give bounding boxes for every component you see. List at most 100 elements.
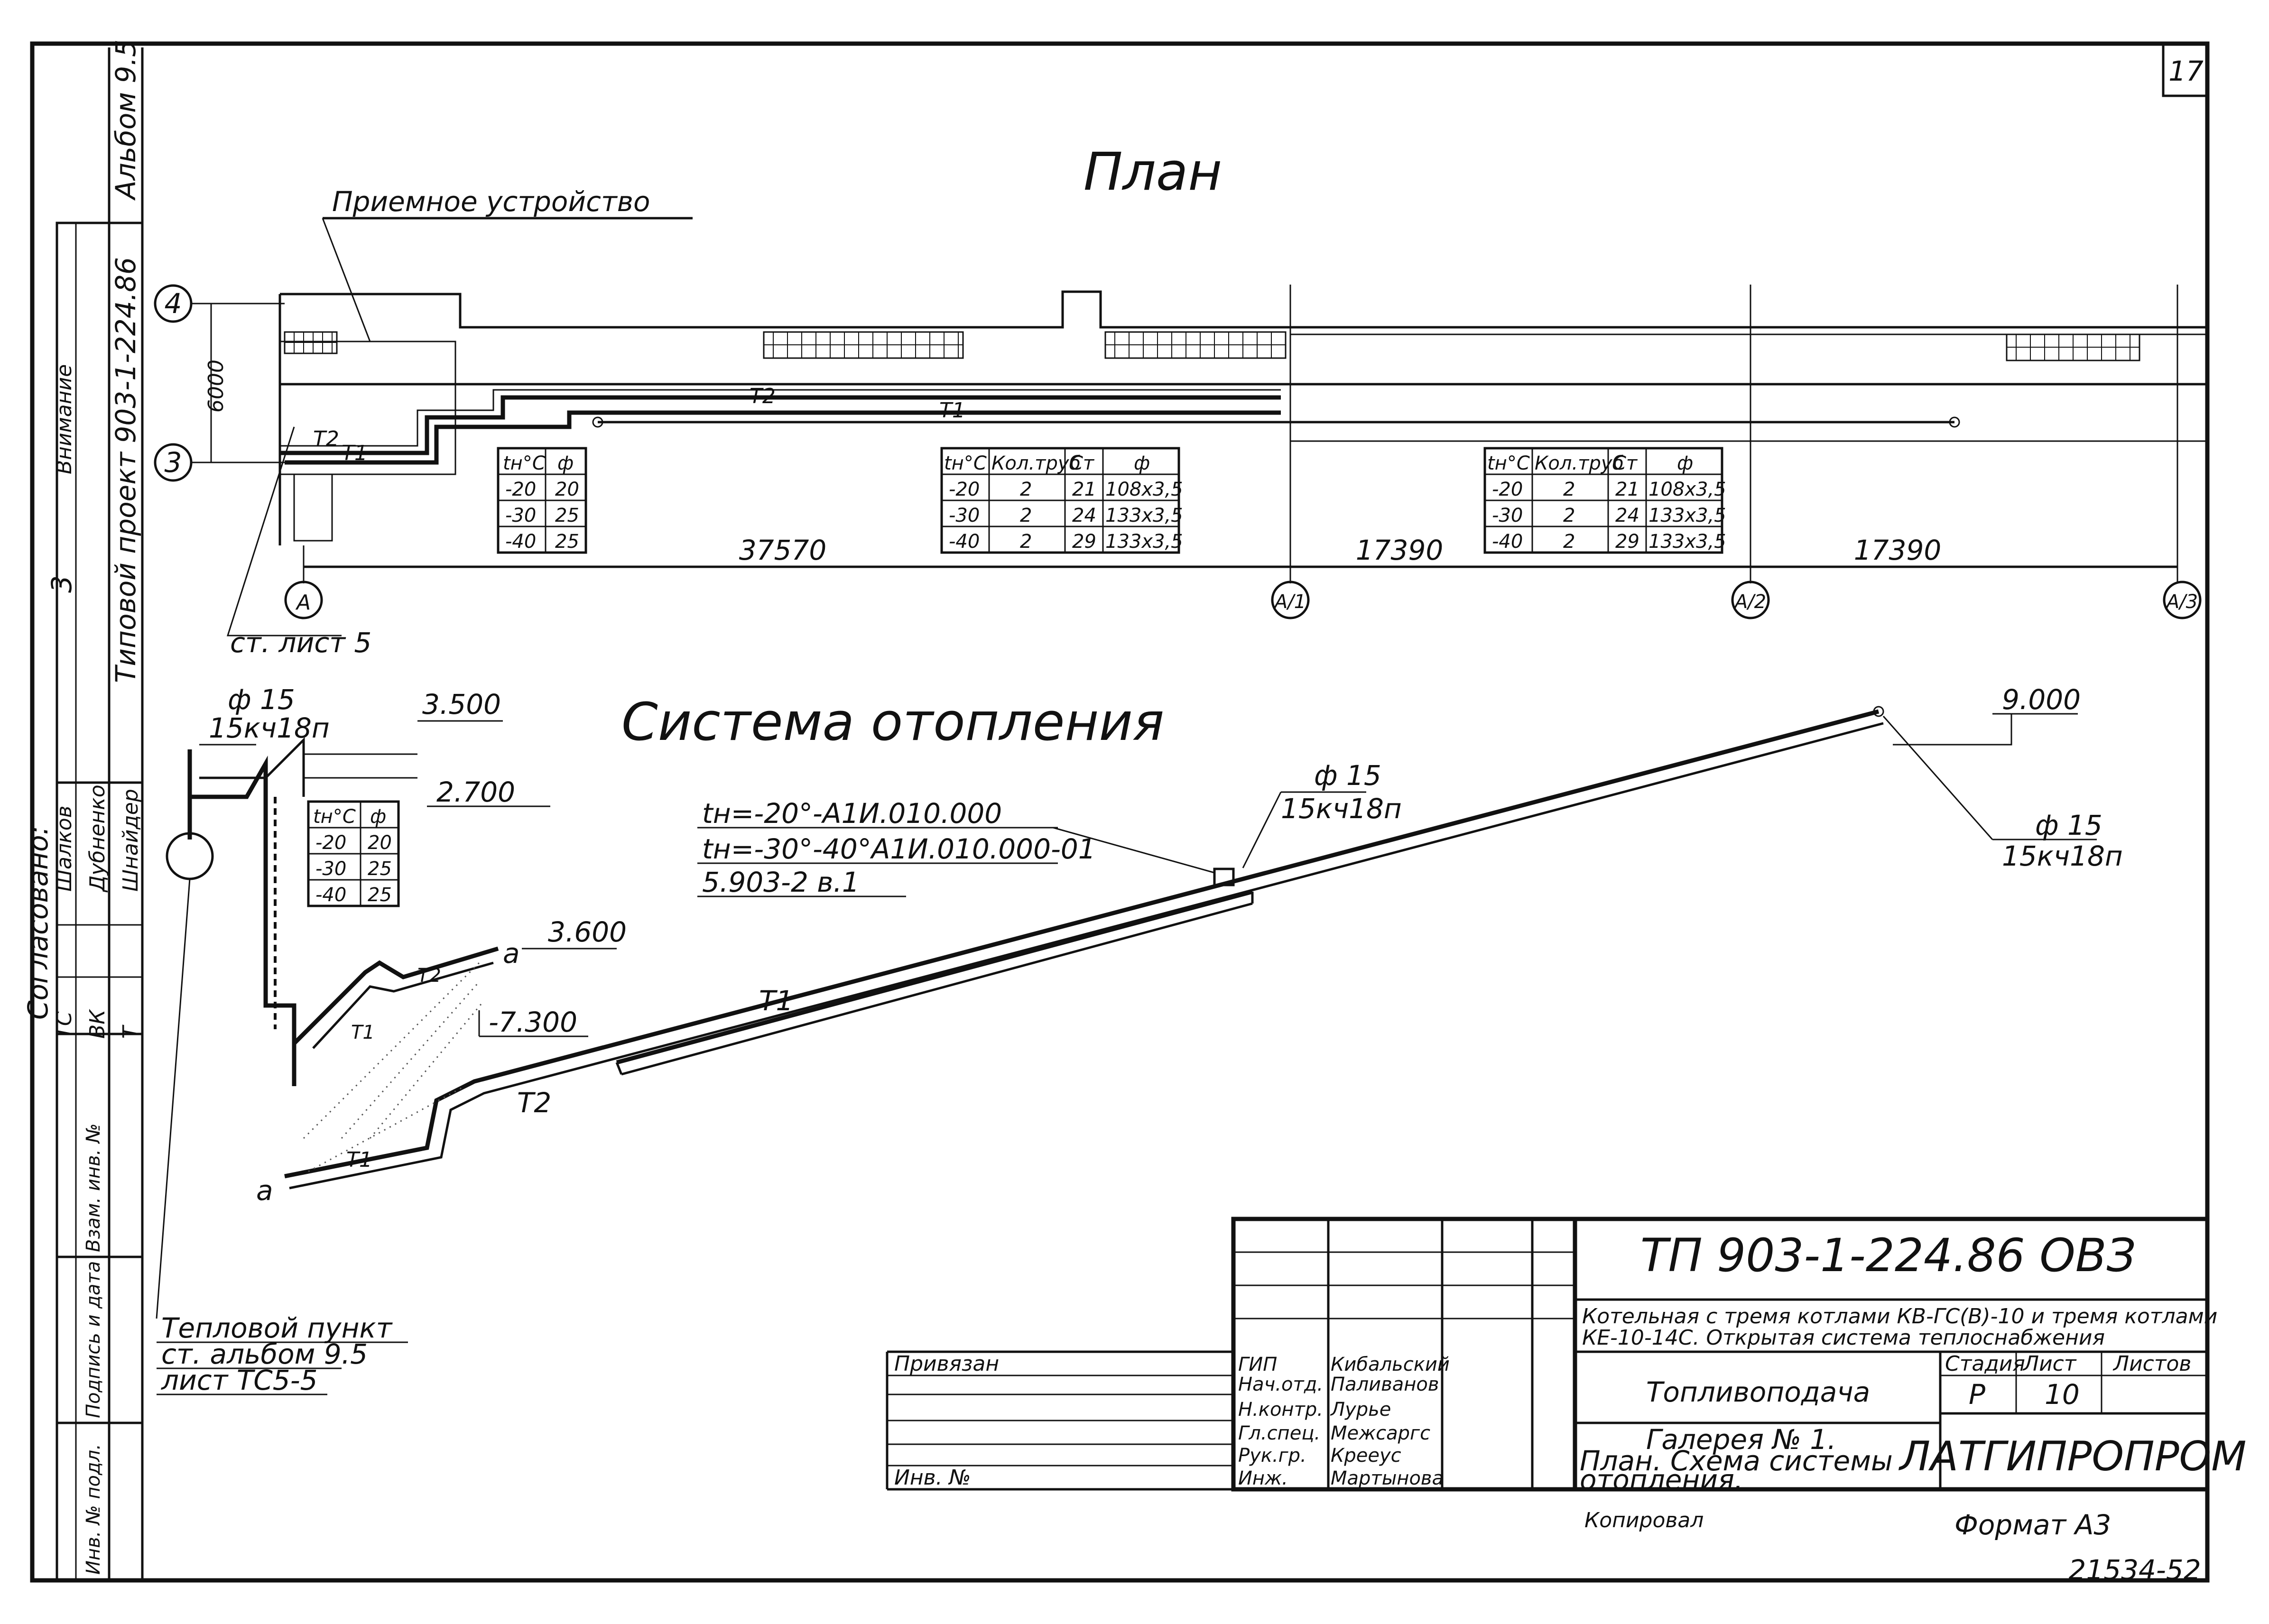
valve-d-mid: ф 15 xyxy=(1314,759,1381,792)
svg-text:tн°С: tн°С xyxy=(313,806,356,828)
level-9000: 9.000 xyxy=(2002,683,2081,716)
svg-text:29: 29 xyxy=(1615,531,1639,553)
svg-text:ф: ф xyxy=(1677,452,1693,474)
see-sheet-label: ст. лист 5 xyxy=(230,627,371,659)
level-minus-7300: -7.300 xyxy=(489,1006,577,1038)
svg-text:Паливанов: Паливанов xyxy=(1331,1374,1439,1395)
svg-text:ф: ф xyxy=(557,452,574,474)
side-stamp: Альбом 9.5 Типовой проект 903-1-224.86 3… xyxy=(22,39,144,1582)
svg-text:tн°С: tн°С xyxy=(1487,452,1530,474)
svg-text:133х3,5: 133х3,5 xyxy=(1648,505,1726,526)
stamp-code-1: ТС xyxy=(52,1011,76,1039)
svg-text:-30: -30 xyxy=(315,858,346,880)
svg-text:ф: ф xyxy=(1134,452,1150,474)
heating-t2-small: Т2 xyxy=(417,965,441,987)
svg-text:Лурье: Лурье xyxy=(1330,1399,1391,1421)
svg-text:2: 2 xyxy=(1020,505,1032,526)
title-block: ТП 903-1-224.86 ОВЗ Котельная с тремя ко… xyxy=(886,1217,2247,1586)
svg-text:ГИП: ГИП xyxy=(1238,1354,1277,1375)
svg-text:-40: -40 xyxy=(505,531,536,553)
plan-table-large-1: tн°С Кол.труб Ст ф -20 2 21 108х3,5 -30 … xyxy=(940,447,1183,554)
stamp-name-3: Шнайдер xyxy=(119,789,143,892)
svg-text:Нач.отд.: Нач.отд. xyxy=(1238,1374,1323,1395)
valve-d-left: ф 15 xyxy=(228,683,295,716)
stamp-name-1: Шалков xyxy=(52,805,76,892)
svg-text:2: 2 xyxy=(1563,505,1575,526)
svg-text:108х3,5: 108х3,5 xyxy=(1105,479,1183,500)
sheet-number-box xyxy=(2162,42,2209,97)
thermal-point-2: ст. альбом 9.5 xyxy=(161,1338,368,1370)
spec-line-2: tн=-30°-40°А1И.010.000-01 xyxy=(702,833,1096,865)
svg-text:2: 2 xyxy=(1020,531,1032,553)
dim-6000: 6000 xyxy=(204,360,228,413)
svg-text:25: 25 xyxy=(368,858,392,880)
svg-text:-30: -30 xyxy=(1492,505,1523,526)
svg-text:-20: -20 xyxy=(1492,479,1523,500)
svg-text:Мартынова: Мартынова xyxy=(1331,1467,1444,1489)
heating-main-pipes: Т1 Т2 Т1 xyxy=(284,706,1884,1190)
svg-text:21: 21 xyxy=(1615,479,1639,500)
archive-number: 21534-52 xyxy=(2068,1554,2201,1586)
svg-text:Ст: Ст xyxy=(1613,452,1638,474)
svg-text:133х3,5: 133х3,5 xyxy=(1648,531,1726,553)
drawing-code: ТП 903-1-224.86 ОВЗ xyxy=(1640,1229,2136,1282)
svg-text:Кибальский: Кибальский xyxy=(1331,1354,1450,1375)
svg-text:tн°С: tн°С xyxy=(503,452,546,474)
valve-type-right: 15кч18п xyxy=(2002,840,2123,872)
svg-text:Инж.: Инж. xyxy=(1238,1467,1288,1489)
svg-text:25: 25 xyxy=(368,884,392,906)
org-name: ЛАТГИПРОПРОМ xyxy=(1899,1433,2247,1480)
svg-text:108х3,5: 108х3,5 xyxy=(1648,479,1726,500)
axis-col-a: А xyxy=(295,591,311,615)
svg-text:20: 20 xyxy=(555,479,579,500)
svg-text:24: 24 xyxy=(1072,505,1096,526)
sheet-value: 10 xyxy=(2045,1378,2080,1411)
svg-text:-30: -30 xyxy=(949,505,980,526)
sheet-title-2: План. Схема системы xyxy=(1580,1445,1893,1477)
level-3600: 3.600 xyxy=(548,916,627,948)
svg-text:Межсаргс: Межсаргс xyxy=(1331,1422,1430,1444)
heating-t2-label: Т2 xyxy=(517,1087,551,1119)
valve-type-mid: 15кч18п xyxy=(1281,793,1402,825)
svg-text:tн°С: tн°С xyxy=(944,452,987,474)
svg-text:Кол.труб: Кол.труб xyxy=(991,452,1081,474)
project-label: Типовой проект 903-1-224.86 xyxy=(110,257,142,683)
sheet-title-3: отопления. xyxy=(1580,1464,1743,1496)
svg-text:24: 24 xyxy=(1615,505,1639,526)
sheet-label: Лист xyxy=(2022,1352,2077,1376)
plan-dim-1: 37570 xyxy=(739,534,827,566)
heating-table: tн°С ф -20 20 -30 25 -40 25 xyxy=(307,800,400,907)
plan-t2-label: Т2 xyxy=(750,384,776,408)
svg-text:2: 2 xyxy=(1020,479,1032,500)
plan-pipes: Т2 Т1 Т2 Т1 xyxy=(280,384,1960,465)
svg-text:133х3,5: 133х3,5 xyxy=(1105,505,1183,526)
plan-title: План xyxy=(1084,141,1222,202)
album-label: Альбом 9.5 xyxy=(110,39,142,201)
copied-label: Копировал xyxy=(1584,1508,1704,1532)
axis-col-a3: А/3 xyxy=(2165,591,2198,613)
heating-scheme: Система отопления ф 15 15кч18п 3.500 2.7… xyxy=(156,683,2123,1396)
grating-blocks xyxy=(284,331,2140,361)
tied-label: Привязан xyxy=(894,1352,999,1376)
svg-text:Кол.труб: Кол.труб xyxy=(1535,452,1624,474)
description-1: Котельная с тремя котлами КВ-ГС(В)-10 и … xyxy=(1582,1304,2217,1329)
svg-text:-40: -40 xyxy=(949,531,980,553)
side-col-2: Внимание xyxy=(52,364,76,474)
svg-text:133х3,5: 133х3,5 xyxy=(1105,531,1183,553)
valve-type-left: 15кч18п xyxy=(209,712,330,744)
axis-row-3: 3 xyxy=(165,446,182,479)
heating-t1-small: Т1 xyxy=(351,1022,375,1043)
axis-row-4: 4 xyxy=(165,287,182,320)
svg-text:-30: -30 xyxy=(505,505,536,526)
plan-table-large-2: tн°С Кол.труб Ст ф -20 2 21 108х3,5 -30 … xyxy=(1483,447,1726,554)
svg-text:2: 2 xyxy=(1563,479,1575,500)
svg-text:25: 25 xyxy=(555,505,579,526)
plan-table-small: tн°С ф -20 20 -30 25 -40 25 xyxy=(497,447,587,554)
valve-icon xyxy=(1213,867,1235,886)
svg-text:Н.контр.: Н.контр. xyxy=(1238,1399,1323,1421)
svg-text:25: 25 xyxy=(555,531,579,553)
plan-dim-2: 17390 xyxy=(1356,534,1444,566)
receiving-device-label: Приемное устройство xyxy=(332,185,650,218)
svg-text:20: 20 xyxy=(368,832,392,854)
thermal-point-symbol xyxy=(166,832,214,880)
